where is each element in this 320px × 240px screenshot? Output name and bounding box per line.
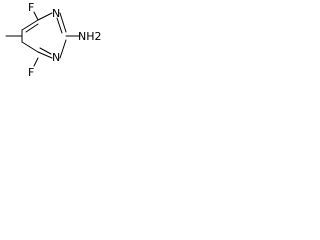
bond-ring-c4-c5 — [21, 41, 39, 53]
bond-ring-c6-c1 — [21, 19, 39, 31]
bond-ring-n3-c4 — [37, 51, 53, 59]
bond-ring-c2-n3 — [59, 39, 67, 59]
bond-ring-n1-c2 — [59, 12, 67, 33]
atom-label-f-top: F — [28, 1, 34, 14]
bond-ring-n1-c2-double — [56, 17, 63, 34]
atom-label-n-upper: N — [52, 7, 60, 20]
atom-label-f-bottom: F — [28, 66, 34, 79]
bond-f-bottom — [33, 57, 39, 67]
bond-ring-n3-c4-double — [39, 47, 52, 55]
bonds — [5, 11, 81, 67]
atom-label-nh2: NH2 — [78, 30, 102, 43]
atom-label-n-lower: N — [52, 51, 60, 64]
bond-ring-c1-n1 — [37, 12, 53, 21]
molecule-structure: F N NH2 N F — [5, 1, 102, 79]
bond-f-top — [33, 11, 39, 21]
bond-ring-c6-c1-double — [25, 23, 39, 33]
structure-canvas: F N NH2 N F — [0, 0, 102, 82]
